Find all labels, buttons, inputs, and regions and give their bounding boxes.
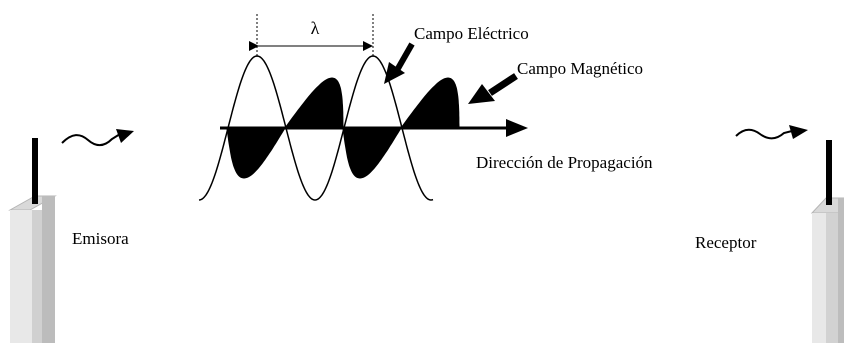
propagation-axis-arrow [220, 119, 528, 137]
transmitter-tower-icon [8, 138, 57, 343]
transmitter-label: Emisora [72, 229, 129, 248]
electric-field-label: Campo Eléctrico [414, 24, 529, 43]
receiver-label: Receptor [695, 233, 757, 252]
electric-field-wave [198, 55, 434, 201]
wavelength-label: λ [311, 18, 320, 38]
wavelength-indicator: λ [249, 14, 374, 57]
signal-in-wavy-arrow-icon [735, 125, 808, 140]
receiver-tower-icon [810, 140, 844, 343]
magnetic-field-label: Campo Magnético [517, 59, 643, 78]
propagation-label: Dirección de Propagación [476, 153, 653, 172]
magnetic-field-pointer-arrow-icon [468, 73, 518, 104]
signal-out-wavy-arrow-icon [61, 129, 134, 147]
electric-field-pointer-arrow-icon [384, 42, 415, 84]
